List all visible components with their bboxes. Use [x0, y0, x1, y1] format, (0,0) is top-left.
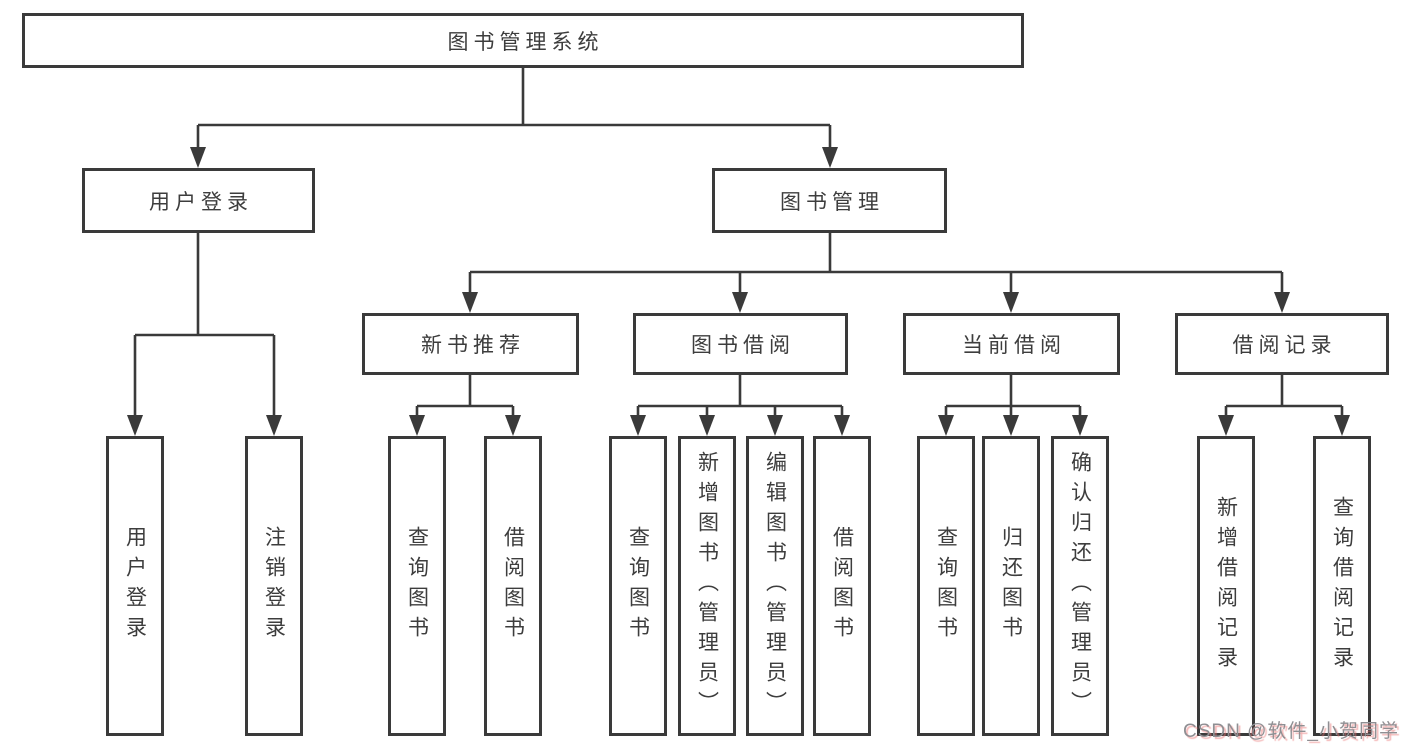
leaf-recommend-query-books-label: 查询图书 — [405, 526, 429, 646]
leaf-add-books-admin-label: 新增图书（管理员） — [695, 451, 719, 721]
node-book-borrow: 图书借阅 — [633, 313, 848, 375]
leaf-recommend-borrow-books: 借阅图书 — [484, 436, 542, 736]
leaf-edit-books-admin: 编辑图书（管理员） — [746, 436, 804, 736]
node-book-management-label: 图书管理 — [780, 190, 884, 214]
leaf-recommend-query-books: 查询图书 — [388, 436, 446, 736]
leaf-add-books-admin: 新增图书（管理员） — [678, 436, 736, 736]
leaf-logout: 注销登录 — [245, 436, 303, 736]
node-user-login: 用户登录 — [82, 168, 315, 233]
node-user-login-label: 用户登录 — [149, 190, 253, 214]
leaf-current-query-books-label: 查询图书 — [934, 526, 958, 646]
leaf-borrow-books: 借阅图书 — [813, 436, 871, 736]
leaf-query-borrow-record: 查询借阅记录 — [1313, 436, 1371, 736]
leaf-add-borrow-record: 新增借阅记录 — [1197, 436, 1255, 736]
node-new-book-recommend-label: 新书推荐 — [421, 334, 525, 357]
leaf-borrow-query-books: 查询图书 — [609, 436, 667, 736]
leaf-logout-label: 注销登录 — [262, 526, 286, 646]
node-book-management: 图书管理 — [712, 168, 947, 233]
node-borrow-records-label: 借阅记录 — [1232, 334, 1337, 357]
leaf-edit-books-admin-label: 编辑图书（管理员） — [763, 451, 787, 721]
leaf-borrow-query-books-label: 查询图书 — [626, 526, 650, 646]
leaf-confirm-return-admin-label: 确认归还（管理员） — [1068, 451, 1092, 721]
leaf-recommend-borrow-books-label: 借阅图书 — [501, 526, 525, 646]
leaf-query-borrow-record-label: 查询借阅记录 — [1330, 496, 1354, 676]
leaf-add-borrow-record-label: 新增借阅记录 — [1214, 496, 1238, 676]
node-root: 图书管理系统 — [22, 13, 1024, 68]
leaf-user-login: 用户登录 — [106, 436, 164, 736]
node-current-borrow: 当前借阅 — [903, 313, 1120, 375]
leaf-current-query-books: 查询图书 — [917, 436, 975, 736]
node-book-borrow-label: 图书借阅 — [691, 334, 795, 357]
leaf-borrow-books-label: 借阅图书 — [830, 526, 854, 646]
watermark: CSDN @软件_小贺同学 — [1183, 721, 1399, 742]
node-new-book-recommend: 新书推荐 — [362, 313, 579, 375]
leaf-return-books-label: 归还图书 — [999, 526, 1023, 646]
node-current-borrow-label: 当前借阅 — [962, 334, 1066, 357]
leaf-user-login-label: 用户登录 — [123, 526, 147, 646]
node-root-label: 图书管理系统 — [447, 30, 604, 54]
leaf-confirm-return-admin: 确认归还（管理员） — [1051, 436, 1109, 736]
leaf-return-books: 归还图书 — [982, 436, 1040, 736]
node-borrow-records: 借阅记录 — [1175, 313, 1389, 375]
